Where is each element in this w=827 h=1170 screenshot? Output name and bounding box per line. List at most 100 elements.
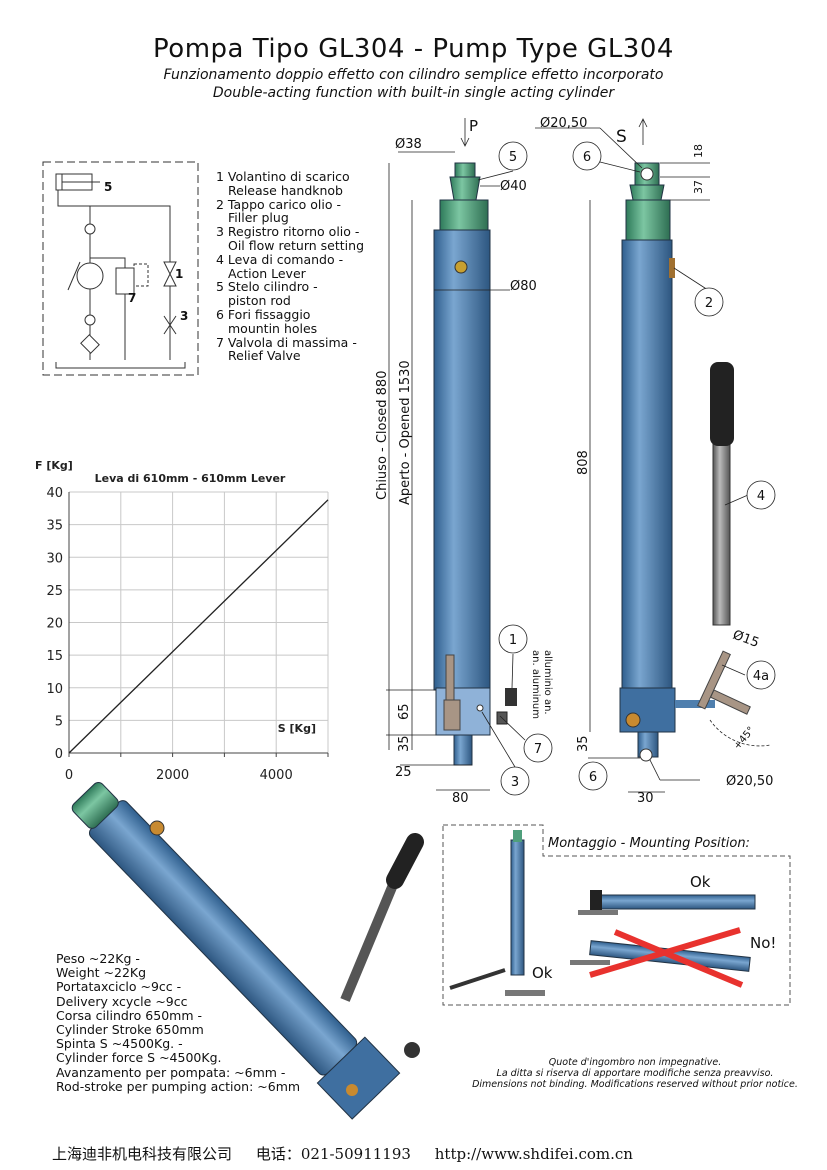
spec-line: Cylinder force S ~4500Kg. bbox=[56, 1050, 222, 1066]
side-view-pump bbox=[619, 162, 751, 762]
spec-line: Avanzamento per pompata: ~6mm - bbox=[56, 1064, 286, 1080]
y-tick-label: 30 bbox=[46, 551, 63, 566]
y-tick-label: 40 bbox=[46, 486, 63, 501]
chart-title: Leva di 610mm - 610mm Lever bbox=[95, 472, 286, 485]
notice-line: Quote d'ingombro non impegnative. bbox=[548, 1057, 722, 1068]
phone: 电话：021-50911193 bbox=[255, 1145, 411, 1163]
legend-it: 6 Fori fissaggio bbox=[216, 306, 311, 322]
legend-it: 7 Valvola di massima - bbox=[216, 334, 357, 350]
legend-en: Release handknob bbox=[228, 182, 343, 198]
spec-line: Peso ~22Kg - bbox=[56, 951, 140, 966]
mounting-ok-horizontal: Ok bbox=[690, 873, 711, 891]
subtitle-english: Double-acting function with built-in sin… bbox=[212, 85, 615, 101]
side-dimension-lines bbox=[535, 118, 771, 793]
callout-6: 6 bbox=[583, 150, 591, 165]
spec-line: Weight ~22Kg bbox=[56, 965, 147, 981]
dim-dia-hole-bottom: Ø20,50 bbox=[726, 774, 773, 789]
dim-dia-80: Ø80 bbox=[510, 279, 537, 294]
legend-en: Filler plug bbox=[228, 210, 289, 226]
x-tick-label: 2000 bbox=[156, 768, 189, 783]
force-chart: 0 5 10 15 20 25 30 35 40 0 2000 4000 bbox=[46, 486, 329, 783]
dim-37: 37 bbox=[692, 180, 705, 194]
schematic-label: 5 bbox=[104, 180, 112, 194]
dim-808: 808 bbox=[576, 450, 591, 475]
chart-xlabel: S [Kg] bbox=[278, 722, 316, 735]
dim-closed-length: Chiuso - Closed 880 bbox=[375, 371, 390, 500]
y-tick-label: 35 bbox=[46, 519, 63, 534]
front-dimension-lines bbox=[386, 118, 526, 791]
callout-6-bottom: 6 bbox=[589, 770, 597, 785]
mounting-ok-vertical: Ok bbox=[532, 964, 553, 982]
y-tick-label: 15 bbox=[46, 649, 63, 664]
legend-it: 2 Tappo carico olio - bbox=[216, 196, 342, 212]
dim-80: 80 bbox=[452, 791, 469, 806]
y-tick-label: 5 bbox=[55, 714, 63, 729]
dim-65: 65 bbox=[397, 703, 412, 720]
y-tick-label: 25 bbox=[46, 584, 63, 599]
website-link[interactable]: http://www.shdifei.com.cn bbox=[434, 1145, 633, 1163]
dim-35: 35 bbox=[397, 735, 412, 752]
legend-it: 1 Volantino di scarico bbox=[216, 169, 350, 184]
chart-ylabel: F [Kg] bbox=[35, 459, 73, 472]
dim-dia-38: Ø38 bbox=[395, 137, 422, 152]
specifications: Peso ~22Kg - Weight ~22Kg Portataxciclo … bbox=[56, 951, 301, 1094]
footer: 上海迪非机电科技有限公司 电话：021-50911193 http://www.… bbox=[52, 1143, 633, 1164]
x-tick-label: 4000 bbox=[260, 768, 293, 783]
schematic-label: 7 bbox=[128, 291, 136, 305]
stroke-arrow-label: S bbox=[616, 127, 627, 147]
series-line bbox=[68, 499, 329, 754]
material-note: an. aluminum bbox=[530, 650, 541, 719]
dim-opened-length: Aperto - Opened 1530 bbox=[398, 360, 413, 505]
legend-it: 3 Registro ritorno olio - bbox=[216, 224, 360, 240]
angle-label: +45° bbox=[732, 725, 757, 752]
dim-30: 30 bbox=[637, 791, 654, 806]
material-note: alluminio an. bbox=[542, 650, 553, 715]
callout-4: 4 bbox=[757, 489, 765, 504]
dim-dia-15: Ø15 bbox=[731, 628, 761, 651]
callout-1: 1 bbox=[509, 633, 517, 648]
dim-18: 18 bbox=[692, 144, 705, 158]
notice-line: La ditta si riserva di apportare modific… bbox=[496, 1068, 774, 1079]
notice-line: Dimensions not binding. Modifications re… bbox=[472, 1079, 798, 1090]
legend-it: 5 Stelo cilindro - bbox=[216, 279, 318, 295]
spec-line: Rod-stroke per pumping action: ~6mm bbox=[56, 1078, 301, 1094]
dim-dia-hole-top: Ø20,50 bbox=[540, 116, 587, 131]
callout-2: 2 bbox=[705, 296, 713, 311]
y-tick-label: 0 bbox=[55, 747, 63, 762]
legend-en: piston rod bbox=[228, 293, 291, 309]
page-title: Pompa Tipo GL304 - Pump Type GL304 bbox=[153, 34, 674, 64]
y-tick-label: 10 bbox=[46, 682, 63, 697]
legend-en: Relief Valve bbox=[228, 348, 301, 364]
legend-it: 4 Leva di comando - bbox=[216, 251, 344, 267]
isometric-pump-view bbox=[71, 782, 424, 1120]
legend-item: 2 Tappo carico olio -Filler plug bbox=[216, 196, 364, 226]
dim-dia-40: Ø40 bbox=[500, 179, 527, 194]
spec-line: Cylinder Stroke 650mm bbox=[56, 1022, 204, 1038]
spec-line: Delivery xcycle ~9cc bbox=[56, 993, 188, 1009]
y-tick-label: 20 bbox=[46, 617, 63, 632]
x-tick-label: 0 bbox=[65, 768, 73, 783]
pressure-arrow-label: P bbox=[469, 117, 478, 135]
callout-4a: 4a bbox=[753, 669, 769, 684]
company-name: 上海迪非机电科技有限公司 bbox=[52, 1145, 233, 1163]
legend-en: Action Lever bbox=[228, 265, 306, 281]
spec-line: Spinta S ~4500Kg. - bbox=[56, 1036, 183, 1052]
mounting-no: No! bbox=[750, 934, 776, 952]
legend-item: 5 Stelo cilindro -piston rod bbox=[216, 280, 364, 308]
spec-line: Corsa cilindro 650mm - bbox=[56, 1007, 202, 1023]
dim-25: 25 bbox=[395, 765, 412, 780]
callout-5: 5 bbox=[509, 150, 517, 165]
callout-7: 7 bbox=[534, 742, 542, 757]
spec-line: Portataxciclo ~9cc - bbox=[56, 979, 182, 995]
legend-item: 7 Valvola di massima -Relief Valve bbox=[216, 334, 364, 364]
legend-item: 4 Leva di comando -Action Lever bbox=[216, 251, 364, 281]
mounting-title: Montaggio - Mounting Position: bbox=[548, 836, 750, 851]
subtitle-italian: Funzionamento doppio effetto con cilindr… bbox=[163, 67, 664, 83]
hydraulic-schematic bbox=[42, 161, 199, 376]
front-view-pump bbox=[433, 162, 517, 766]
disclaimer: Quote d'ingombro non impegnative. La dit… bbox=[440, 1057, 827, 1090]
schematic-label: 1 bbox=[175, 267, 183, 281]
